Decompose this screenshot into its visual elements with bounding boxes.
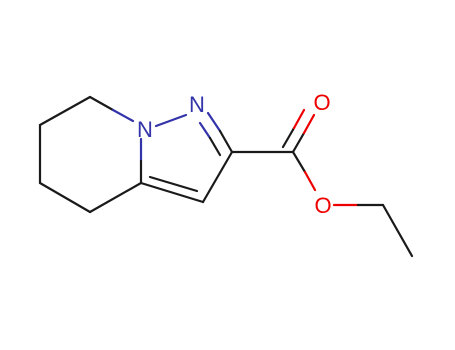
nitrogen-bonds	[88, 95, 234, 185]
bond-c7-c8	[38, 95, 92, 127]
bond-c2-c3	[201, 150, 234, 204]
bond-c-o-single-carbon	[291, 150, 307, 174]
bond-c3-c3a	[139, 181, 205, 204]
bond-c10-c3a	[88, 181, 143, 214]
bond-n2-c2-nitrogen-part	[206, 111, 222, 133]
pyrazole-carbon-bonds	[139, 150, 234, 204]
bond-c-o-double-outer-oxygen	[302, 113, 316, 135]
bond-c-o-double-inner-carbon	[281, 126, 296, 149]
bond-n2-c2-inner-carbon-part	[208, 136, 222, 157]
bond-n2-c2-inner-nitrogen-part	[198, 121, 212, 140]
ester-bonds	[230, 108, 414, 258]
atom-nitrogen-imine-label: N	[189, 92, 205, 117]
atom-oxygen-carbonyl-label: O	[313, 90, 330, 115]
piperidine-ring-bonds	[38, 95, 143, 214]
bond-c9-c10	[38, 181, 92, 214]
bond-c7-n1-nitrogen-part	[111, 108, 135, 123]
bond-ch2-ch3	[381, 203, 414, 258]
bond-c3-c3a-inner	[148, 175, 199, 193]
bond-c-o-double-outer-carbon	[291, 131, 306, 154]
bond-c7-n1-carbon-part	[88, 95, 115, 112]
bond-n2-c2-carbon-part	[218, 129, 234, 154]
bond-n1-n2	[154, 113, 188, 128]
atom-nitrogen-ring-label: N	[137, 117, 153, 142]
bond-c-o-double-inner-oxygen	[292, 108, 306, 130]
bond-c-o-single-oxygen	[303, 170, 317, 192]
atom-oxygen-ester-label: O	[314, 193, 331, 218]
